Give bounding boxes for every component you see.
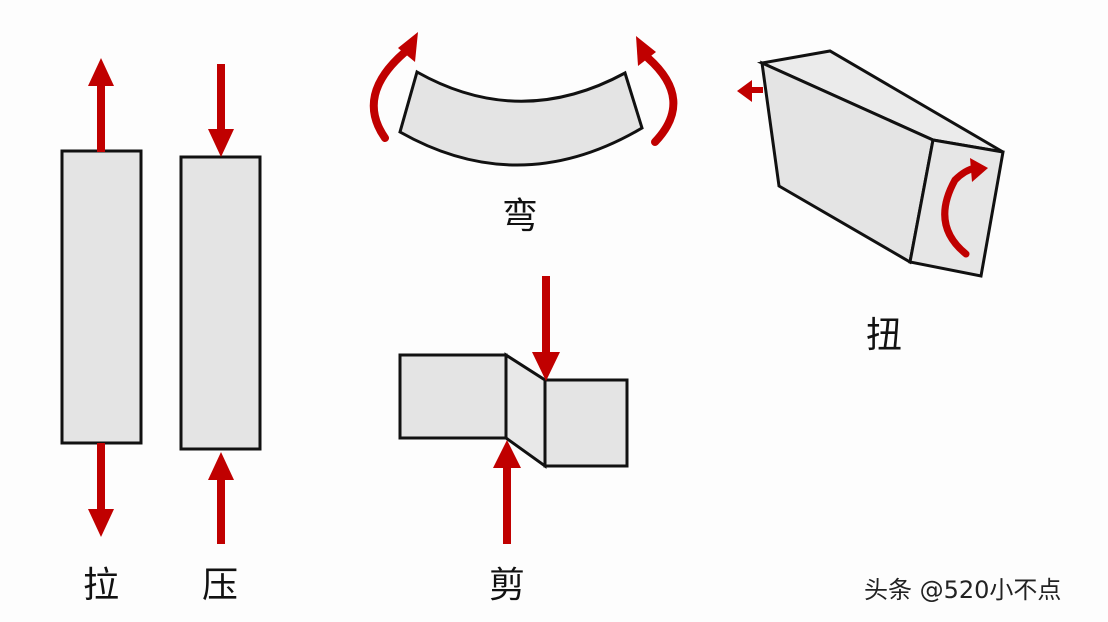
watermark: 头条 @520小不点 [864, 576, 1062, 604]
twist-arrow-left-icon [737, 80, 763, 102]
torsion-figure [737, 49, 1005, 278]
compression-figure [179, 64, 262, 544]
curved-arrow-left-icon [369, 32, 418, 142]
arrow-down-icon [88, 443, 114, 537]
label-tension: 拉 [83, 565, 120, 606]
arrow-down-icon [532, 276, 560, 381]
arrow-up-icon [493, 440, 521, 544]
curved-arrow-right-icon [636, 36, 678, 146]
shear-figure [398, 276, 629, 544]
twist-arrow-right-icon [941, 158, 988, 258]
label-compression: 压 [202, 565, 239, 606]
arrow-up-icon [208, 452, 234, 544]
label-torsion: 扭 [866, 315, 903, 356]
label-bending: 弯 [502, 196, 539, 237]
tension-figure [60, 58, 143, 537]
label-shear: 剪 [489, 565, 526, 606]
arrow-up-icon [88, 58, 114, 152]
bending-figure [369, 32, 678, 167]
arrow-down-icon [208, 64, 234, 157]
